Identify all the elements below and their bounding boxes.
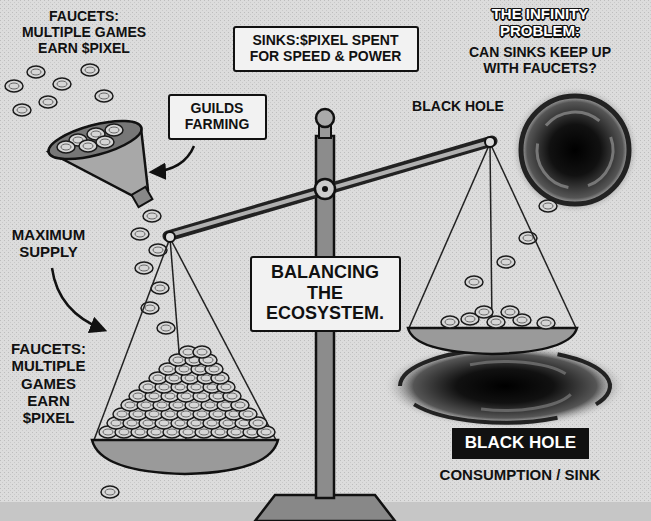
right-pan-coins bbox=[501, 306, 519, 318]
black-hole-vortex bbox=[546, 96, 600, 150]
flying-coins bbox=[13, 104, 31, 116]
box-text: GUILDS FARMING bbox=[178, 100, 256, 132]
flying-coins bbox=[5, 80, 23, 92]
balance-scale bbox=[316, 109, 334, 127]
flying-coins bbox=[39, 96, 57, 108]
balance-scale bbox=[168, 141, 492, 236]
right-pan-coins bbox=[537, 317, 555, 329]
box-text: BALANCING THE ECOSYSTEM. bbox=[260, 262, 390, 324]
falling-coins bbox=[157, 322, 175, 334]
black-hole-vortex bbox=[511, 86, 639, 214]
leader-arrows bbox=[52, 268, 104, 330]
title-box: BALANCING THE ECOSYSTEM. bbox=[250, 256, 401, 332]
supply-label: MAXIMUM SUPPLY bbox=[6, 226, 91, 261]
right-pan-coins bbox=[441, 306, 555, 329]
funnel bbox=[45, 113, 145, 167]
funnel bbox=[57, 141, 75, 153]
sink-vortex bbox=[383, 343, 648, 436]
right-pan-coins bbox=[487, 316, 505, 328]
sink-vortex bbox=[383, 343, 648, 436]
sink-box: SINKS:$PIXEL SPENT FOR SPEED & POWER bbox=[233, 26, 419, 72]
balance-scale bbox=[409, 143, 490, 328]
funnel bbox=[79, 140, 97, 152]
box-text: SINKS:$PIXEL SPENT FOR SPEED & POWER bbox=[243, 32, 408, 64]
problem-heading: THE INFINITY PROBLEM: bbox=[470, 5, 610, 40]
flying-coins bbox=[5, 64, 113, 116]
falling-coins bbox=[465, 276, 483, 288]
falling-coins bbox=[101, 486, 119, 498]
funnel bbox=[132, 187, 153, 207]
black-hole-vortex bbox=[575, 96, 629, 150]
flying-coins bbox=[95, 90, 113, 102]
falling-coins bbox=[135, 262, 153, 274]
falling-coins bbox=[143, 210, 161, 222]
black-hole-label: BLACK HOLE bbox=[398, 98, 518, 114]
falling-coins bbox=[497, 256, 515, 268]
right-pan-coins bbox=[441, 316, 459, 328]
black-hole-box: BLACK HOLE bbox=[452, 428, 589, 459]
coin-pile bbox=[193, 346, 211, 358]
coin-pile bbox=[99, 346, 275, 438]
balance-scale bbox=[490, 143, 576, 328]
funnel bbox=[105, 124, 123, 136]
balance-scale bbox=[165, 232, 175, 242]
black-hole-vortex bbox=[575, 137, 624, 186]
balance-scale bbox=[315, 179, 335, 199]
balance-scale bbox=[94, 238, 170, 440]
sink-vortex bbox=[400, 349, 648, 436]
faucet-label: FAUCETS: MULTIPLE GAMES EARN $PIXEL bbox=[6, 340, 91, 426]
guild-box: GUILDS FARMING bbox=[168, 94, 267, 140]
flying-coins bbox=[53, 78, 71, 90]
black-hole-vortex bbox=[531, 143, 575, 187]
balance-scale bbox=[92, 109, 577, 521]
right-pan-coins bbox=[475, 306, 493, 318]
leader-arrows bbox=[152, 146, 194, 172]
flying-coins bbox=[27, 66, 45, 78]
box-text: BLACK HOLE bbox=[464, 433, 577, 453]
question-label: CAN SINKS KEEP UP WITH FAUCETS? bbox=[455, 44, 625, 76]
balance-scale bbox=[485, 137, 495, 147]
balance-scale bbox=[92, 440, 278, 474]
balance-scale bbox=[322, 186, 328, 192]
flying-coins bbox=[81, 64, 99, 76]
balance-scale bbox=[490, 143, 492, 328]
black-hole-vortex bbox=[521, 96, 629, 204]
balance-scale bbox=[408, 328, 577, 354]
balance-scale bbox=[170, 238, 186, 440]
sink-vortex bbox=[470, 353, 566, 386]
faucet-label: FAUCETS: MULTIPLE GAMES EARN $PIXEL bbox=[18, 8, 150, 56]
black-hole-vortex bbox=[511, 86, 639, 214]
falling-coins bbox=[151, 282, 169, 294]
falling-coins bbox=[539, 200, 557, 212]
sink-vortex bbox=[383, 343, 627, 428]
sink-label: CONSUMPTION / SINK bbox=[420, 466, 620, 483]
funnel bbox=[96, 136, 114, 148]
funnel bbox=[45, 113, 153, 207]
balance-scale bbox=[94, 143, 576, 440]
balance-scale bbox=[170, 142, 490, 235]
falling-coins bbox=[131, 228, 149, 240]
sink-vortex bbox=[481, 386, 571, 417]
